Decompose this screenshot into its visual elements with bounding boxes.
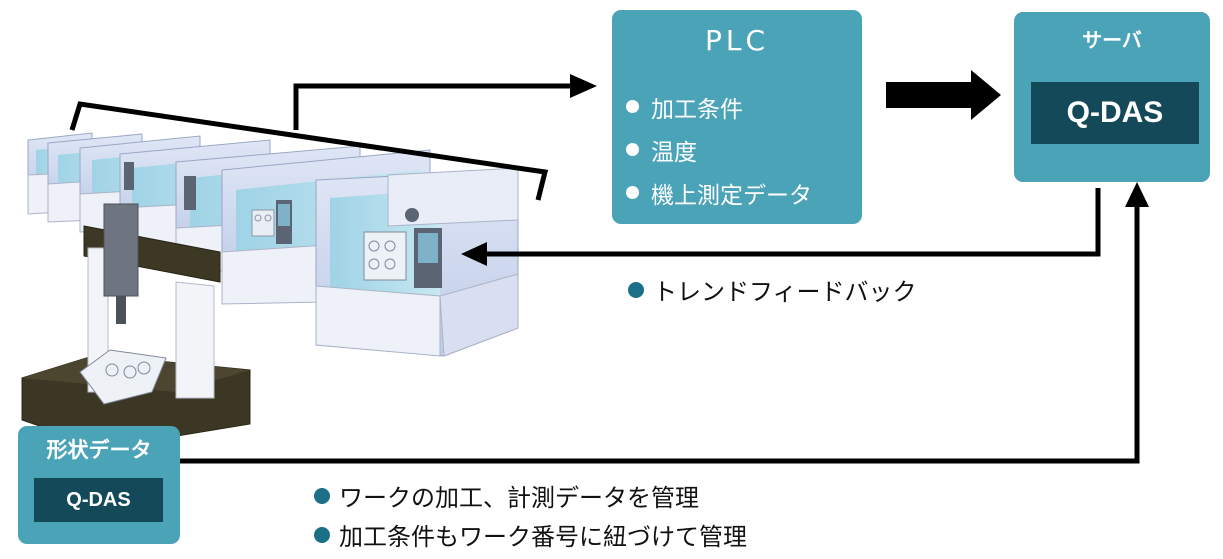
shape-data-box: 形状データ Q-DAS	[18, 426, 180, 544]
machine-cell	[315, 167, 519, 357]
bullet-icon	[626, 143, 639, 156]
arrow-to-server	[1125, 182, 1149, 207]
arrow-to-machine	[461, 242, 487, 266]
machine-group-bracket	[69, 101, 549, 201]
server-title: サーバ	[1082, 28, 1142, 52]
manage-data-label: ワークの加工、計測データを管理	[339, 484, 699, 512]
bullet-icon	[626, 186, 639, 199]
plc-item: 加工条件	[626, 85, 812, 128]
bullet-icon	[314, 526, 330, 543]
machining-line	[27, 132, 519, 357]
manage-conditions-note: 加工条件もワーク番号に紐づけて管理	[314, 517, 747, 552]
line-to-plc	[293, 83, 570, 130]
cmm-machine	[21, 203, 251, 449]
plc-item-label: 温度	[651, 139, 697, 166]
plc-item: 温度	[626, 128, 812, 171]
bullet-icon	[628, 281, 644, 298]
plc-item: 機上測定データ	[626, 171, 812, 214]
bullet-icon	[314, 487, 330, 504]
feedback-line	[486, 188, 1101, 257]
plc-to-server-arrow	[886, 70, 1001, 120]
bullet-icon	[626, 100, 639, 113]
manage-data-note: ワークの加工、計測データを管理	[314, 478, 699, 513]
shape-data-title: 形状データ	[46, 438, 152, 462]
server-qdas-label: Q-DAS	[1031, 82, 1199, 144]
plc-box: PLC 加工条件 温度 機上測定データ	[612, 10, 862, 224]
trend-feedback-label: トレンドフィードバック	[653, 278, 917, 306]
plc-title: PLC	[704, 24, 770, 57]
plc-item-label: 機上測定データ	[651, 182, 812, 209]
plc-item-list: 加工条件 温度 機上測定データ	[626, 85, 812, 214]
arrow-to-plc	[570, 74, 597, 98]
shape-qdas-label: Q-DAS	[34, 478, 163, 522]
trend-feedback-note: トレンドフィードバック	[628, 272, 917, 307]
plc-item-label: 加工条件	[651, 96, 743, 123]
arrowheads	[461, 74, 1149, 266]
server-box: サーバ Q-DAS	[1014, 12, 1210, 182]
connectors	[180, 83, 1140, 464]
manage-conditions-label: 加工条件もワーク番号に紐づけて管理	[339, 523, 747, 551]
line-to-server	[180, 205, 1140, 464]
